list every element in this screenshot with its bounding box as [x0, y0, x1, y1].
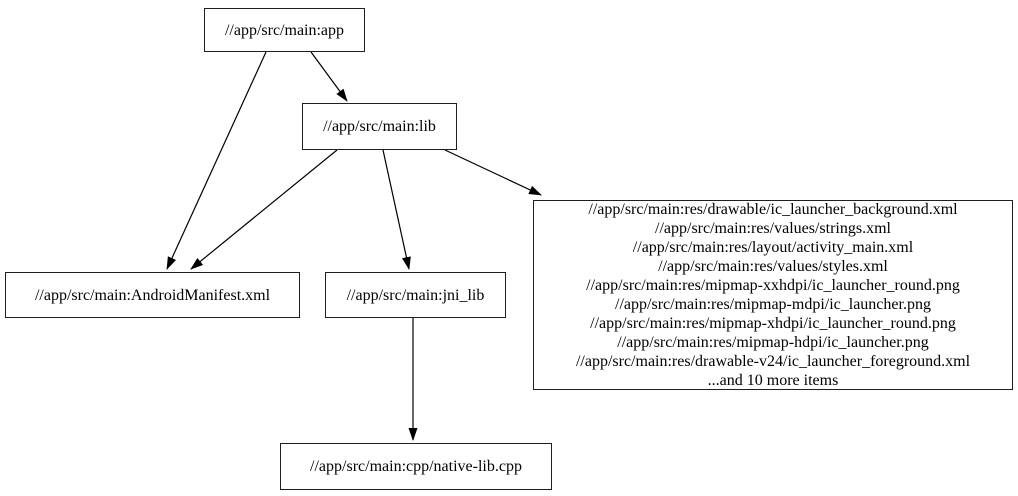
node-app-label: //app/src/main:app	[224, 21, 345, 39]
node-android-manifest: //app/src/main:AndroidManifest.xml	[5, 272, 300, 318]
node-native-lib-cpp: //app/src/main:cpp/native-lib.cpp	[280, 443, 552, 490]
node-lib: //app/src/main:lib	[302, 103, 457, 150]
resource-line: //app/src/main:res/values/strings.xml	[655, 220, 891, 237]
node-resources: //app/src/main:res/drawable/ic_launcher_…	[533, 200, 1013, 390]
resource-line: //app/src/main:res/mipmap-hdpi/ic_launch…	[617, 334, 929, 351]
edge-app-to-manifest	[166, 51, 267, 270]
resource-line: //app/src/main:res/layout/activity_main.…	[632, 239, 914, 256]
resource-line: //app/src/main:res/drawable/ic_launcher_…	[588, 201, 958, 218]
resource-line: //app/src/main:res/mipmap-xhdpi/ic_launc…	[590, 315, 956, 332]
node-app: //app/src/main:app	[204, 8, 365, 52]
node-android-manifest-label: //app/src/main:AndroidManifest.xml	[34, 286, 271, 304]
resource-line: //app/src/main:res/drawable-v24/ic_launc…	[575, 353, 971, 370]
resource-line: //app/src/main:res/mipmap-mdpi/ic_launch…	[615, 296, 931, 313]
node-native-lib-cpp-label: //app/src/main:cpp/native-lib.cpp	[310, 458, 522, 475]
resource-line: //app/src/main:res/values/styles.xml	[658, 258, 888, 275]
node-lib-label: //app/src/main:lib	[323, 118, 436, 135]
edge-app-to-lib	[310, 51, 348, 102]
node-jni-lib-label: //app/src/main:jni_lib	[346, 286, 485, 304]
resource-line: ...and 10 more items	[707, 372, 839, 389]
resource-line: //app/src/main:res/mipmap-xxhdpi/ic_laun…	[586, 277, 960, 294]
edge-lib-to-resources	[444, 149, 542, 196]
node-jni-lib: //app/src/main:jni_lib	[325, 272, 506, 318]
edge-lib-to-manifest	[190, 149, 338, 270]
edge-lib-to-jni-lib	[382, 149, 411, 270]
